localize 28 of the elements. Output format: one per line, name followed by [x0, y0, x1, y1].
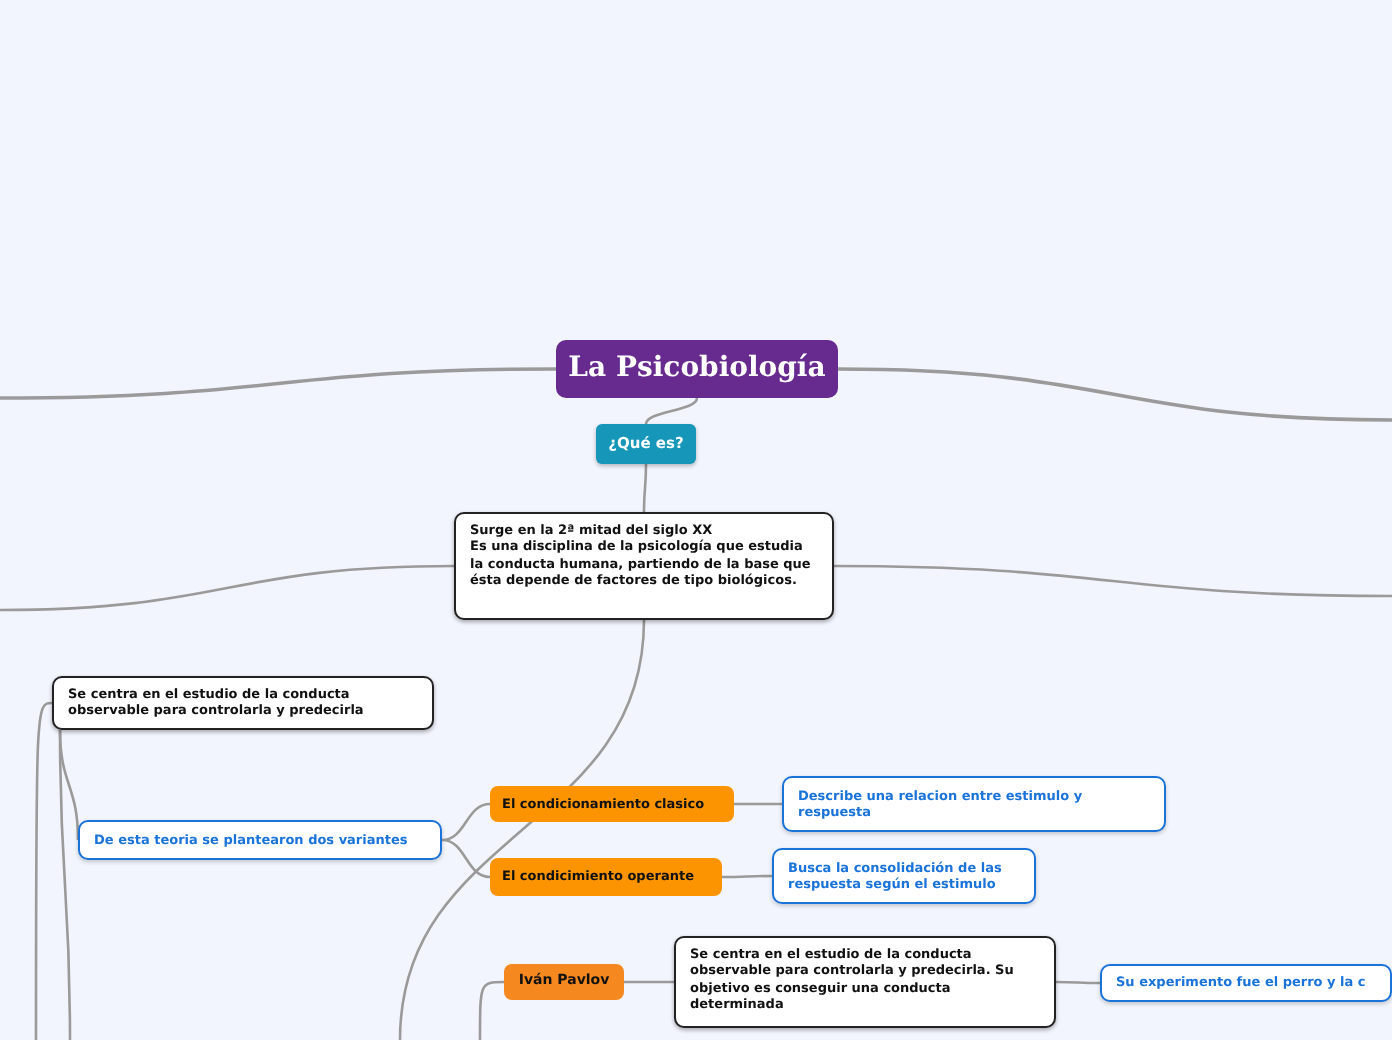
connector-line [441, 802, 491, 842]
connector-line [398, 619, 646, 1040]
central-topic-box [556, 340, 838, 398]
connector-line [642, 464, 648, 512]
topic-box [490, 786, 734, 822]
connector-line [1056, 980, 1100, 985]
subtopic-box [782, 776, 1166, 832]
topic-text: La Psicobiología [568, 350, 826, 388]
topic-box [454, 512, 834, 620]
connector-line [0, 367, 556, 400]
subtopic-box [772, 848, 1036, 904]
subtopic-box [78, 820, 442, 860]
topic-box [490, 858, 722, 896]
connector-line [834, 564, 1392, 598]
connector-line [734, 802, 782, 806]
topic-box [674, 936, 1056, 1028]
question-box [596, 424, 696, 464]
connector-line [441, 838, 491, 879]
connector-line [722, 874, 772, 879]
connector-line [34, 701, 53, 1040]
topic-box [504, 964, 624, 1000]
topic-box [52, 676, 434, 730]
connector-line [624, 980, 674, 984]
connector-line [644, 397, 699, 425]
connector-line [0, 564, 455, 612]
connector-line [58, 729, 80, 841]
connector-line [837, 367, 1392, 422]
subtopic-box [1100, 964, 1392, 1002]
